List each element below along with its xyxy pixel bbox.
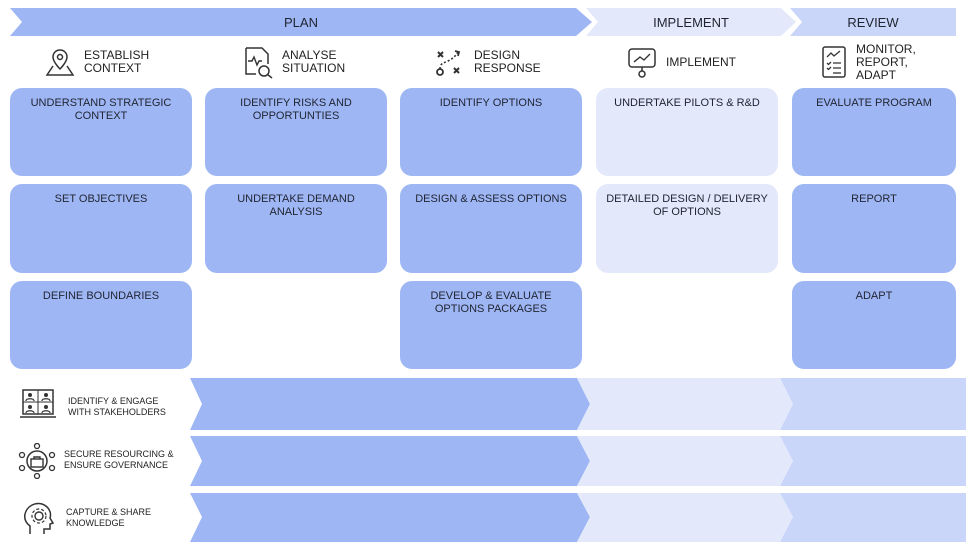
card-design-assess-options: DESIGN & ASSESS OPTIONS xyxy=(400,184,582,273)
card-set-objectives: SET OBJECTIVES xyxy=(10,184,192,273)
review-band-shape xyxy=(790,8,956,36)
phase-band-review: REVIEW xyxy=(790,8,956,36)
presentation-chart-icon xyxy=(628,48,656,78)
phase-band-implement: IMPLEMENT xyxy=(586,8,796,36)
card-define-boundaries: DEFINE BOUNDARIES xyxy=(10,281,192,369)
column-label: ESTABLISH CONTEXT xyxy=(84,48,150,75)
phase-band-plan: PLAN xyxy=(10,8,592,36)
phase-label-plan: PLAN xyxy=(284,14,318,30)
cross-cutting-label-knowledge: CAPTURE & SHARE KNOWLEDGE xyxy=(66,507,152,528)
card-detailed-design-delivery: DETAILED DESIGN / DELIVERY OF OPTIONS xyxy=(596,184,778,273)
column-header-monitor-report-adapt: MONITOR, REPORT, ADAPT xyxy=(820,40,916,84)
column-header-establish-context: ESTABLISH CONTEXT xyxy=(44,44,149,80)
cross-cutting-row-3 xyxy=(190,493,966,542)
column-label: DESIGN RESPONSE xyxy=(474,48,541,75)
card-understand-strategic-context: UNDERSTAND STRATEGIC CONTEXT xyxy=(10,88,192,176)
route-icon xyxy=(436,50,461,76)
column-header-implement: IMPLEMENT xyxy=(626,44,736,80)
card-identify-risks: IDENTIFY RISKS AND OPPORTUNTIES xyxy=(205,88,387,176)
card-undertake-pilots: UNDERTAKE PILOTS & R&D xyxy=(596,88,778,176)
card-adapt: ADAPT xyxy=(792,281,956,369)
checklist-chart-icon xyxy=(822,46,846,78)
document-search-icon xyxy=(245,47,273,79)
column-header-analyse-situation: ANALYSE SITUATION xyxy=(242,44,345,80)
card-undertake-demand-analysis: UNDERTAKE DEMAND ANALYSIS xyxy=(205,184,387,273)
phase-label-review: REVIEW xyxy=(847,14,899,30)
card-evaluate-program: EVALUATE PROGRAM xyxy=(792,88,956,176)
column-label: MONITOR, REPORT, ADAPT xyxy=(856,41,916,82)
column-label: IMPLEMENT xyxy=(666,54,737,69)
cross-cutting-label-stakeholders: IDENTIFY & ENGAGE WITH STAKEHOLDERS xyxy=(68,396,166,417)
plan-band-shape xyxy=(10,8,592,36)
phase-label-implement: IMPLEMENT xyxy=(653,14,729,30)
column-label: ANALYSE SITUATION xyxy=(282,48,346,75)
column-header-design-response: DESIGN RESPONSE xyxy=(434,44,541,80)
card-develop-evaluate-packages: DEVELOP & EVALUATE OPTIONS PACKAGES xyxy=(400,281,582,369)
card-identify-options: IDENTIFY OPTIONS xyxy=(400,88,582,176)
cross-cutting-row-2 xyxy=(190,436,966,486)
card-report: REPORT xyxy=(792,184,956,273)
knowledge-icon xyxy=(24,502,54,534)
cross-cutting-row-1 xyxy=(190,378,966,430)
governance-icon xyxy=(18,443,56,479)
stakeholders-icon xyxy=(20,389,56,418)
implement-band-shape xyxy=(586,8,796,36)
cross-cutting-label-governance: SECURE RESOURCING & ENSURE GOVERNANCE xyxy=(64,449,174,470)
map-pin-icon xyxy=(45,49,75,76)
